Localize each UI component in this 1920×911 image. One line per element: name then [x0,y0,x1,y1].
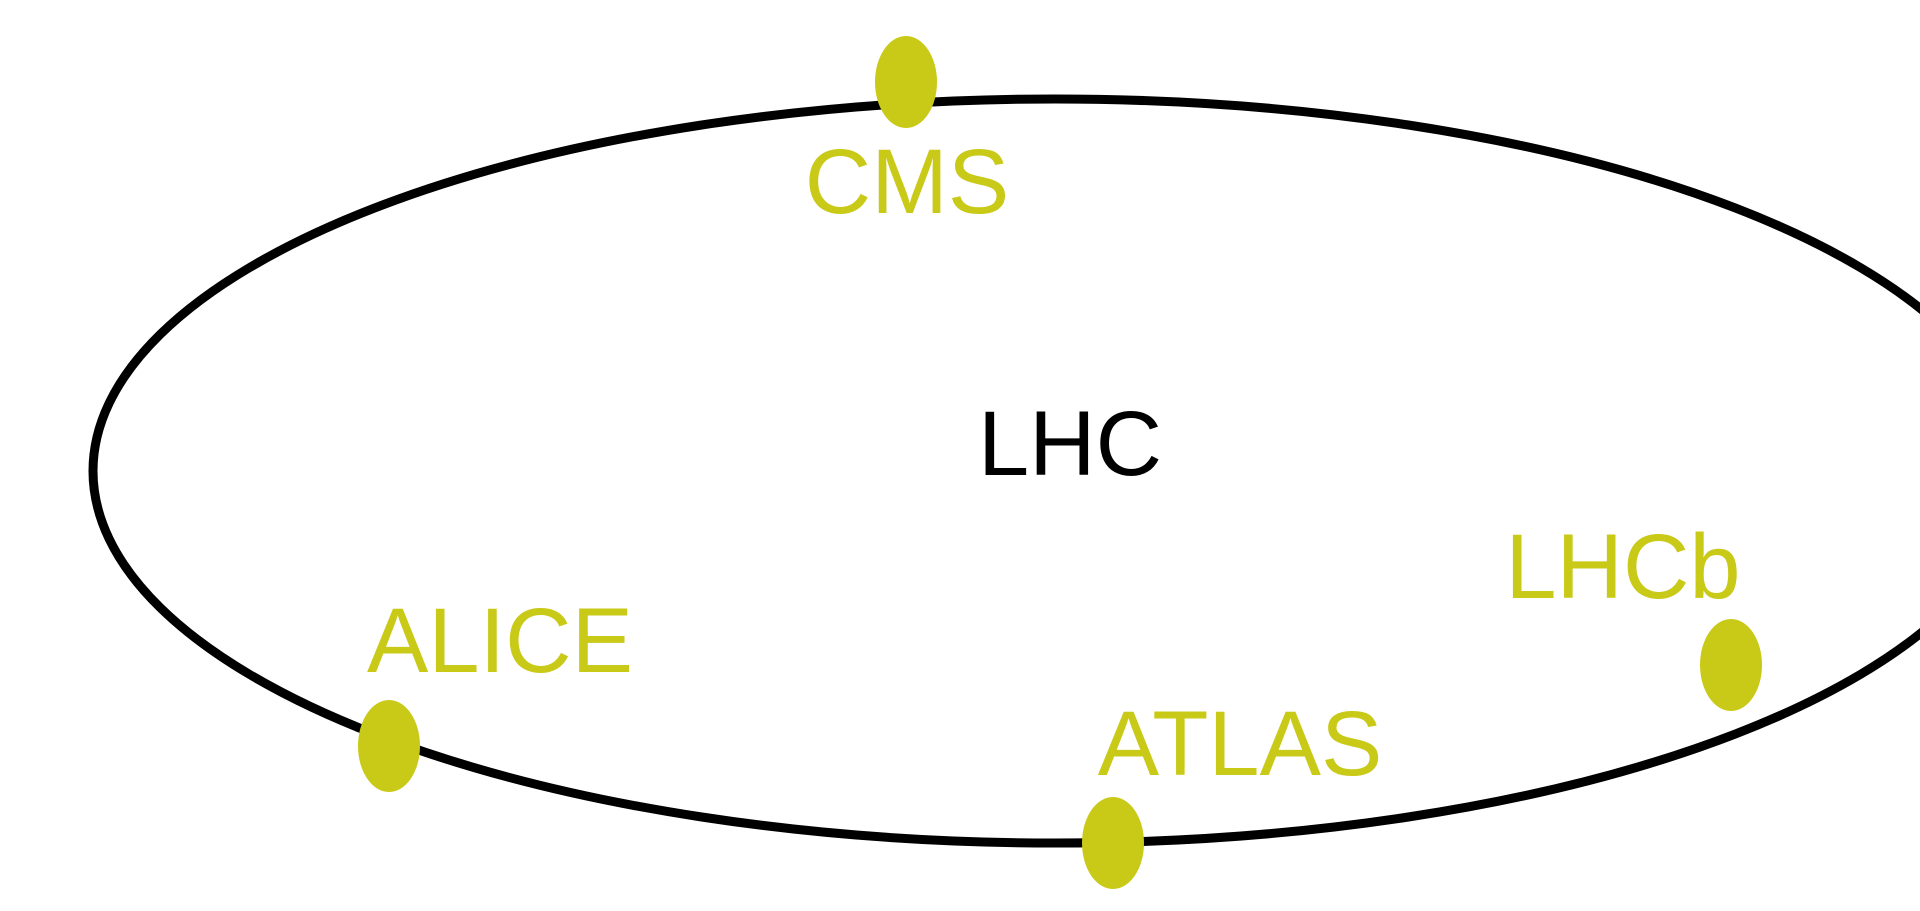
lhc-label: LHC [978,393,1162,495]
atlas-marker [1082,797,1144,889]
alice-marker [358,700,420,792]
lhc-ring [88,94,1920,848]
alice-label: ALICE [367,590,633,692]
cms-marker [875,36,937,128]
cms-label: CMS [805,131,1009,233]
lhcb-marker [1700,619,1762,711]
atlas-label: ATLAS [1098,693,1383,795]
lhcb-label: LHCb [1505,516,1740,618]
